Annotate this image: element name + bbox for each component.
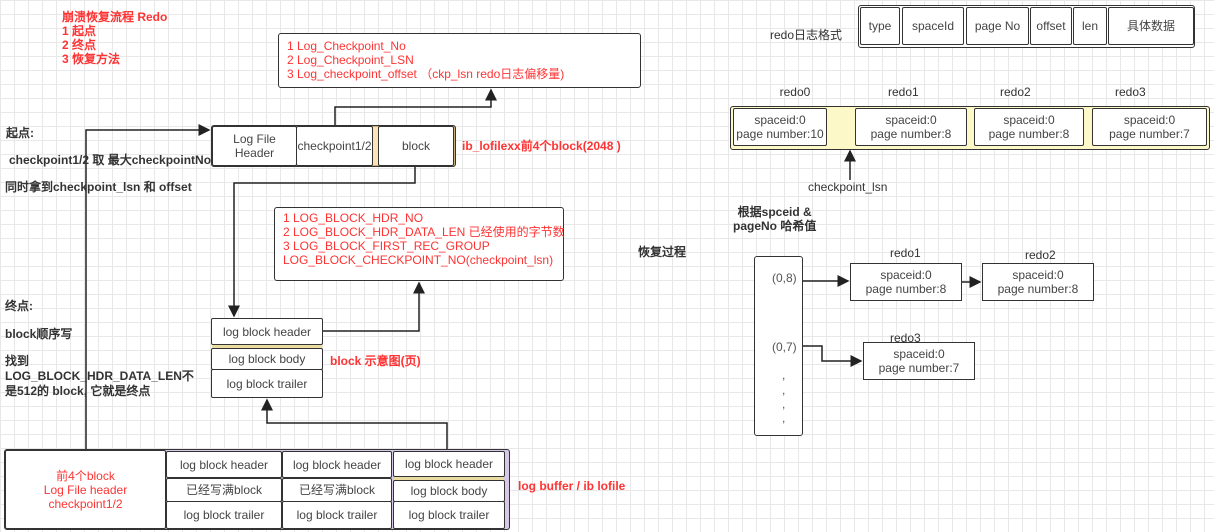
field-line: 3 LOG_BLOCK_FIRST_REC_GROUP (283, 239, 490, 253)
end-title: 终点: (5, 299, 33, 313)
arrow-hash-07 (803, 345, 863, 367)
block-header-cell: log block header (211, 318, 323, 345)
redo-line: spaceid:0 (1123, 113, 1176, 127)
hash-note-line: pageNo 哈希值 (733, 219, 817, 233)
title-line: 崩溃恢复流程 Redo (62, 10, 168, 24)
redo-line: spaceid:0 (754, 113, 806, 127)
hash-dot: , (782, 368, 786, 382)
redo-line: page number:8 (870, 127, 952, 141)
buffer-block-body: 已经写满block (282, 478, 392, 502)
format-field: spaceId (902, 7, 964, 45)
first-line: 前4个block (56, 468, 115, 483)
first-line: checkpoint1/2 (48, 496, 123, 511)
log-buffer-first-cell: 前4个block Log File header checkpoint1/2 (5, 450, 166, 529)
hash-key: (0,8) (772, 271, 797, 285)
chain-name: redo2 (1025, 248, 1056, 262)
redo-name: redo1 (888, 85, 919, 99)
title-line: 1 起点 (62, 24, 97, 38)
buffer-block-header: log block header (166, 451, 282, 478)
chain-line: spaceid:0 (880, 268, 932, 282)
redo-line: spaceid:0 (1003, 113, 1055, 127)
buffer-block-trailer: log block trailer (166, 501, 282, 529)
title-line: 3 恢复方法 (62, 52, 121, 66)
field-line: 3 Log_checkpoint_offset （ckp_lsn redo日志偏… (287, 67, 565, 81)
block-cell: block (378, 126, 454, 166)
separator-strip (212, 344, 322, 348)
logfile-header-cell: Log File Header (212, 126, 297, 166)
redo-line: page number:10 (736, 127, 824, 141)
redo-name: redo3 (1115, 85, 1146, 99)
redo-format-label: redo日志格式 (770, 28, 843, 42)
field-line: LOG_BLOCK_CHECKPOINT_NO(checkpoint_lsn) (283, 253, 554, 267)
redo-line: page number:8 (988, 127, 1070, 141)
hash-note-line: 根据spceid & (737, 205, 812, 219)
block-body-cell: log block body (211, 348, 323, 370)
log-buffer-label: log buffer / ib lofile (518, 479, 626, 493)
separator-strip (373, 127, 378, 165)
format-field: 具体数据 (1108, 7, 1194, 45)
format-field: type (860, 7, 900, 45)
hash-table (754, 256, 803, 436)
checkpoint-lsn-label: checkpoint_lsn (808, 180, 888, 194)
separator-strip (394, 476, 504, 480)
block-diagram-label: block 示意图(页) (330, 354, 421, 368)
checkpoint-cell: checkpoint1/2 (296, 126, 373, 166)
hash-dot: , (782, 397, 786, 411)
chain-name: redo3 (890, 331, 921, 345)
format-field: page No (966, 7, 1029, 45)
end-line1: block顺序写 (5, 327, 73, 341)
buffer-block-header: log block header (393, 451, 505, 477)
block-header-fields-box: 1 LOG_BLOCK_HDR_NO 2 LOG_BLOCK_HDR_DATA_… (274, 207, 565, 281)
chain-line: page number:8 (997, 282, 1079, 296)
start-title: 起点: (6, 126, 34, 140)
chain-line: page number:7 (878, 361, 960, 375)
buffer-block-header: log block header (282, 451, 392, 478)
chain-line: page number:8 (865, 282, 947, 296)
arrow-block-to-header (228, 167, 416, 318)
start-line1: checkpoint1/2 取 最大checkpointNo (9, 153, 212, 167)
hash-key: (0,7) (772, 340, 797, 354)
arrow-buffer-to-logfile (85, 124, 211, 449)
field-line: 1 LOG_BLOCK_HDR_NO (283, 211, 424, 225)
redo-line: spaceid:0 (885, 113, 937, 127)
checkpoint-fields-box: 1 Log_Checkpoint_No 2 Log_Checkpoint_LSN… (278, 33, 641, 88)
start-line2: 同时拿到checkpoint_lsn 和 offset (5, 180, 192, 194)
hash-dot: , (782, 411, 786, 425)
buffer-block-trailer: log block trailer (282, 501, 392, 529)
first-line: Log File header (43, 482, 128, 497)
field-line: 2 Log_Checkpoint_LSN (287, 53, 414, 67)
buffer-block-trailer: log block trailer (393, 501, 505, 529)
redo-name: redo0 (779, 85, 811, 99)
buffer-block-body: 已经写满block (166, 478, 282, 502)
hash-note: 根据spceid & pageNo 哈希值 (733, 205, 816, 233)
block-trailer-cell: log block trailer (211, 369, 323, 398)
field-line: 1 Log_Checkpoint_No (287, 39, 406, 53)
chain-name: redo1 (890, 246, 921, 260)
logfile-label: ib_lofilexx前4个block(2048 ) (462, 139, 621, 153)
redo-name: redo2 (1000, 85, 1031, 99)
hash-dot: , (782, 383, 786, 397)
recovery-label: 恢复过程 (638, 245, 687, 259)
format-field: len (1073, 7, 1107, 45)
format-field: offset (1030, 7, 1072, 45)
arrow-buffer-to-block (261, 398, 448, 449)
title-line: 2 终点 (62, 38, 97, 52)
chain-line: spaceid:0 (893, 347, 945, 361)
end-line2: 找到 LOG_BLOCK_HDR_DATA_LEN不是512的 block, 它… (5, 354, 194, 398)
field-line: 2 LOG_BLOCK_HDR_DATA_LEN 已经使用的字节数 (283, 225, 565, 239)
arrow-checkpoint-to-fields (334, 88, 497, 125)
buffer-block-body: log block body (393, 480, 505, 502)
title-block: 崩溃恢复流程 Redo 1 起点 2 终点 3 恢复方法 (62, 10, 167, 66)
redo-line: page number:7 (1109, 127, 1190, 141)
chain-line: spaceid:0 (1012, 268, 1064, 282)
arrow-header-to-fields (323, 281, 425, 332)
